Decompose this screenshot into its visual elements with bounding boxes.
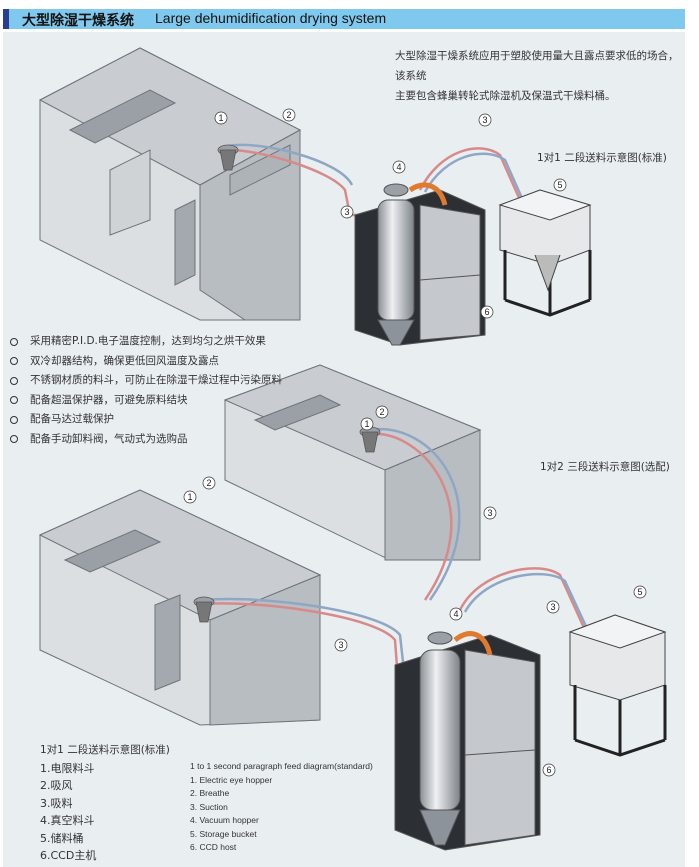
svg-text:3: 3 bbox=[338, 640, 343, 650]
legend-cn-item: 2.吸风 bbox=[40, 779, 73, 792]
intro-line-2: 主要包含蜂巢转轮式除湿机及保温式干燥料桶。 bbox=[395, 90, 616, 102]
legend-cn-item: 6.CCD主机 bbox=[40, 849, 97, 862]
callout-3: 3 bbox=[334, 638, 348, 652]
section-title-en: Large dehumidification drying system bbox=[155, 10, 387, 26]
callout-3: 3 bbox=[546, 600, 560, 614]
bullet-icon bbox=[10, 376, 18, 385]
svg-text:5: 5 bbox=[557, 180, 562, 190]
svg-text:3: 3 bbox=[487, 508, 492, 518]
callout-3: 3 bbox=[483, 506, 497, 520]
injection-molding-machine-2 bbox=[223, 364, 482, 561]
callout-3b: 3 bbox=[340, 205, 354, 219]
bullet-icon bbox=[10, 337, 18, 346]
legend-cn-title: 1对1 二段送料示意图(标准) bbox=[40, 744, 170, 756]
svg-text:3: 3 bbox=[550, 602, 555, 612]
feature-list: 采用精密P.I.D.电子温度控制，达到均匀之烘干效果 双冷却器结构，确保更低回风… bbox=[10, 332, 282, 449]
svg-text:6: 6 bbox=[484, 307, 489, 317]
callout-4: 4 bbox=[392, 160, 406, 174]
svg-text:2: 2 bbox=[379, 407, 384, 417]
intro-text: 大型除湿干燥系统应用于塑胶使用量大且露点要求低的场合，该系统 主要包含蜂巢转轮式… bbox=[395, 46, 685, 106]
svg-text:5: 5 bbox=[637, 587, 642, 597]
feature-item: 采用精密P.I.D.电子温度控制，达到均匀之烘干效果 bbox=[10, 332, 282, 352]
section-title-cn: 大型除湿干燥系统 bbox=[22, 13, 134, 29]
feature-item: 不锈钢材质的料斗，可防止在除湿干燥过程中污染原料 bbox=[10, 371, 282, 391]
ccd-dryer-1 bbox=[354, 182, 486, 346]
legend-cn-item: 1.电限料斗 bbox=[40, 761, 95, 775]
section-header: 大型除湿干燥系统 Large dehumidification drying s… bbox=[3, 9, 685, 29]
legend-en-item: 5. Storage bucket bbox=[190, 828, 257, 839]
svg-text:1: 1 bbox=[187, 492, 192, 502]
callout-6: 6 bbox=[480, 305, 494, 319]
injection-molding-machine-1 bbox=[38, 47, 302, 321]
legend-cn-item: 5.储料桶 bbox=[40, 831, 84, 845]
storage-bucket-1 bbox=[498, 189, 592, 317]
pipes-2 bbox=[202, 427, 592, 681]
diagram-2-label: 1对2 三段送料示意图(选配) bbox=[540, 461, 670, 473]
bullet-icon bbox=[10, 357, 18, 366]
feature-item: 配备马达过载保护 bbox=[10, 410, 282, 430]
legend-en-item: 1. Electric eye hopper bbox=[190, 774, 273, 785]
intro-line-1: 大型除湿干燥系统应用于塑胶使用量大且露点要求低的场合，该系统 bbox=[395, 50, 679, 82]
ccd-dryer-2 bbox=[394, 631, 541, 851]
header-accent-mark bbox=[3, 9, 9, 29]
pipes-1 bbox=[227, 143, 527, 217]
feature-item: 配备手动卸料阀，气动式为选购品 bbox=[10, 430, 282, 450]
diagram-1-label: 1对1 二段送料示意图(标准) bbox=[537, 152, 667, 164]
callout-2: 2 bbox=[375, 405, 389, 419]
legend-cn: 1对1 二段送料示意图(标准) 1.电限料斗 2.吸风 3.吸料 4.真空料斗 … bbox=[40, 742, 170, 865]
callout-1: 1 bbox=[360, 417, 374, 431]
callout-6: 6 bbox=[542, 763, 556, 777]
legend-en-item: 3. Suction bbox=[190, 801, 228, 812]
legend-en-item: 6. CCD host bbox=[190, 842, 237, 852]
callout-5: 5 bbox=[633, 585, 647, 599]
callout-1: 1 bbox=[183, 490, 197, 504]
legend-en-title: 1 to 1 second paragraph feed diagram(sta… bbox=[190, 761, 373, 771]
legend-en: 1 to 1 second paragraph feed diagram(sta… bbox=[190, 760, 373, 855]
callout-2: 2 bbox=[282, 108, 296, 122]
svg-text:4: 4 bbox=[453, 609, 458, 619]
legend-en-item: 2. Breathe bbox=[190, 788, 230, 798]
feature-item: 双冷却器结构，确保更低回风温度及露点 bbox=[10, 352, 282, 372]
legend-cn-item: 3.吸料 bbox=[40, 796, 73, 810]
svg-text:1: 1 bbox=[364, 419, 369, 429]
svg-text:2: 2 bbox=[206, 478, 211, 488]
feature-item: 配备超温保护器，可避免原料结块 bbox=[10, 391, 282, 411]
svg-text:1: 1 bbox=[218, 113, 223, 123]
injection-molding-machine-3 bbox=[38, 489, 322, 726]
storage-bucket-2 bbox=[568, 614, 667, 757]
callout-2: 2 bbox=[202, 476, 216, 490]
callout-1: 1 bbox=[214, 111, 228, 125]
bullet-icon bbox=[10, 396, 18, 405]
svg-text:6: 6 bbox=[546, 765, 551, 775]
callout-5: 5 bbox=[553, 178, 567, 192]
legend-cn-item: 4.真空料斗 bbox=[40, 814, 95, 827]
svg-text:4: 4 bbox=[396, 162, 401, 172]
bullet-icon bbox=[10, 435, 18, 444]
legend-en-item: 4. Vacuum hopper bbox=[190, 815, 259, 825]
callout-3: 3 bbox=[478, 113, 492, 127]
electric-eye-hopper-1 bbox=[217, 144, 239, 171]
svg-text:3: 3 bbox=[482, 115, 487, 125]
bullet-icon bbox=[10, 415, 18, 424]
callout-4: 4 bbox=[449, 607, 463, 621]
svg-text:2: 2 bbox=[286, 110, 291, 120]
svg-text:3: 3 bbox=[344, 207, 349, 217]
